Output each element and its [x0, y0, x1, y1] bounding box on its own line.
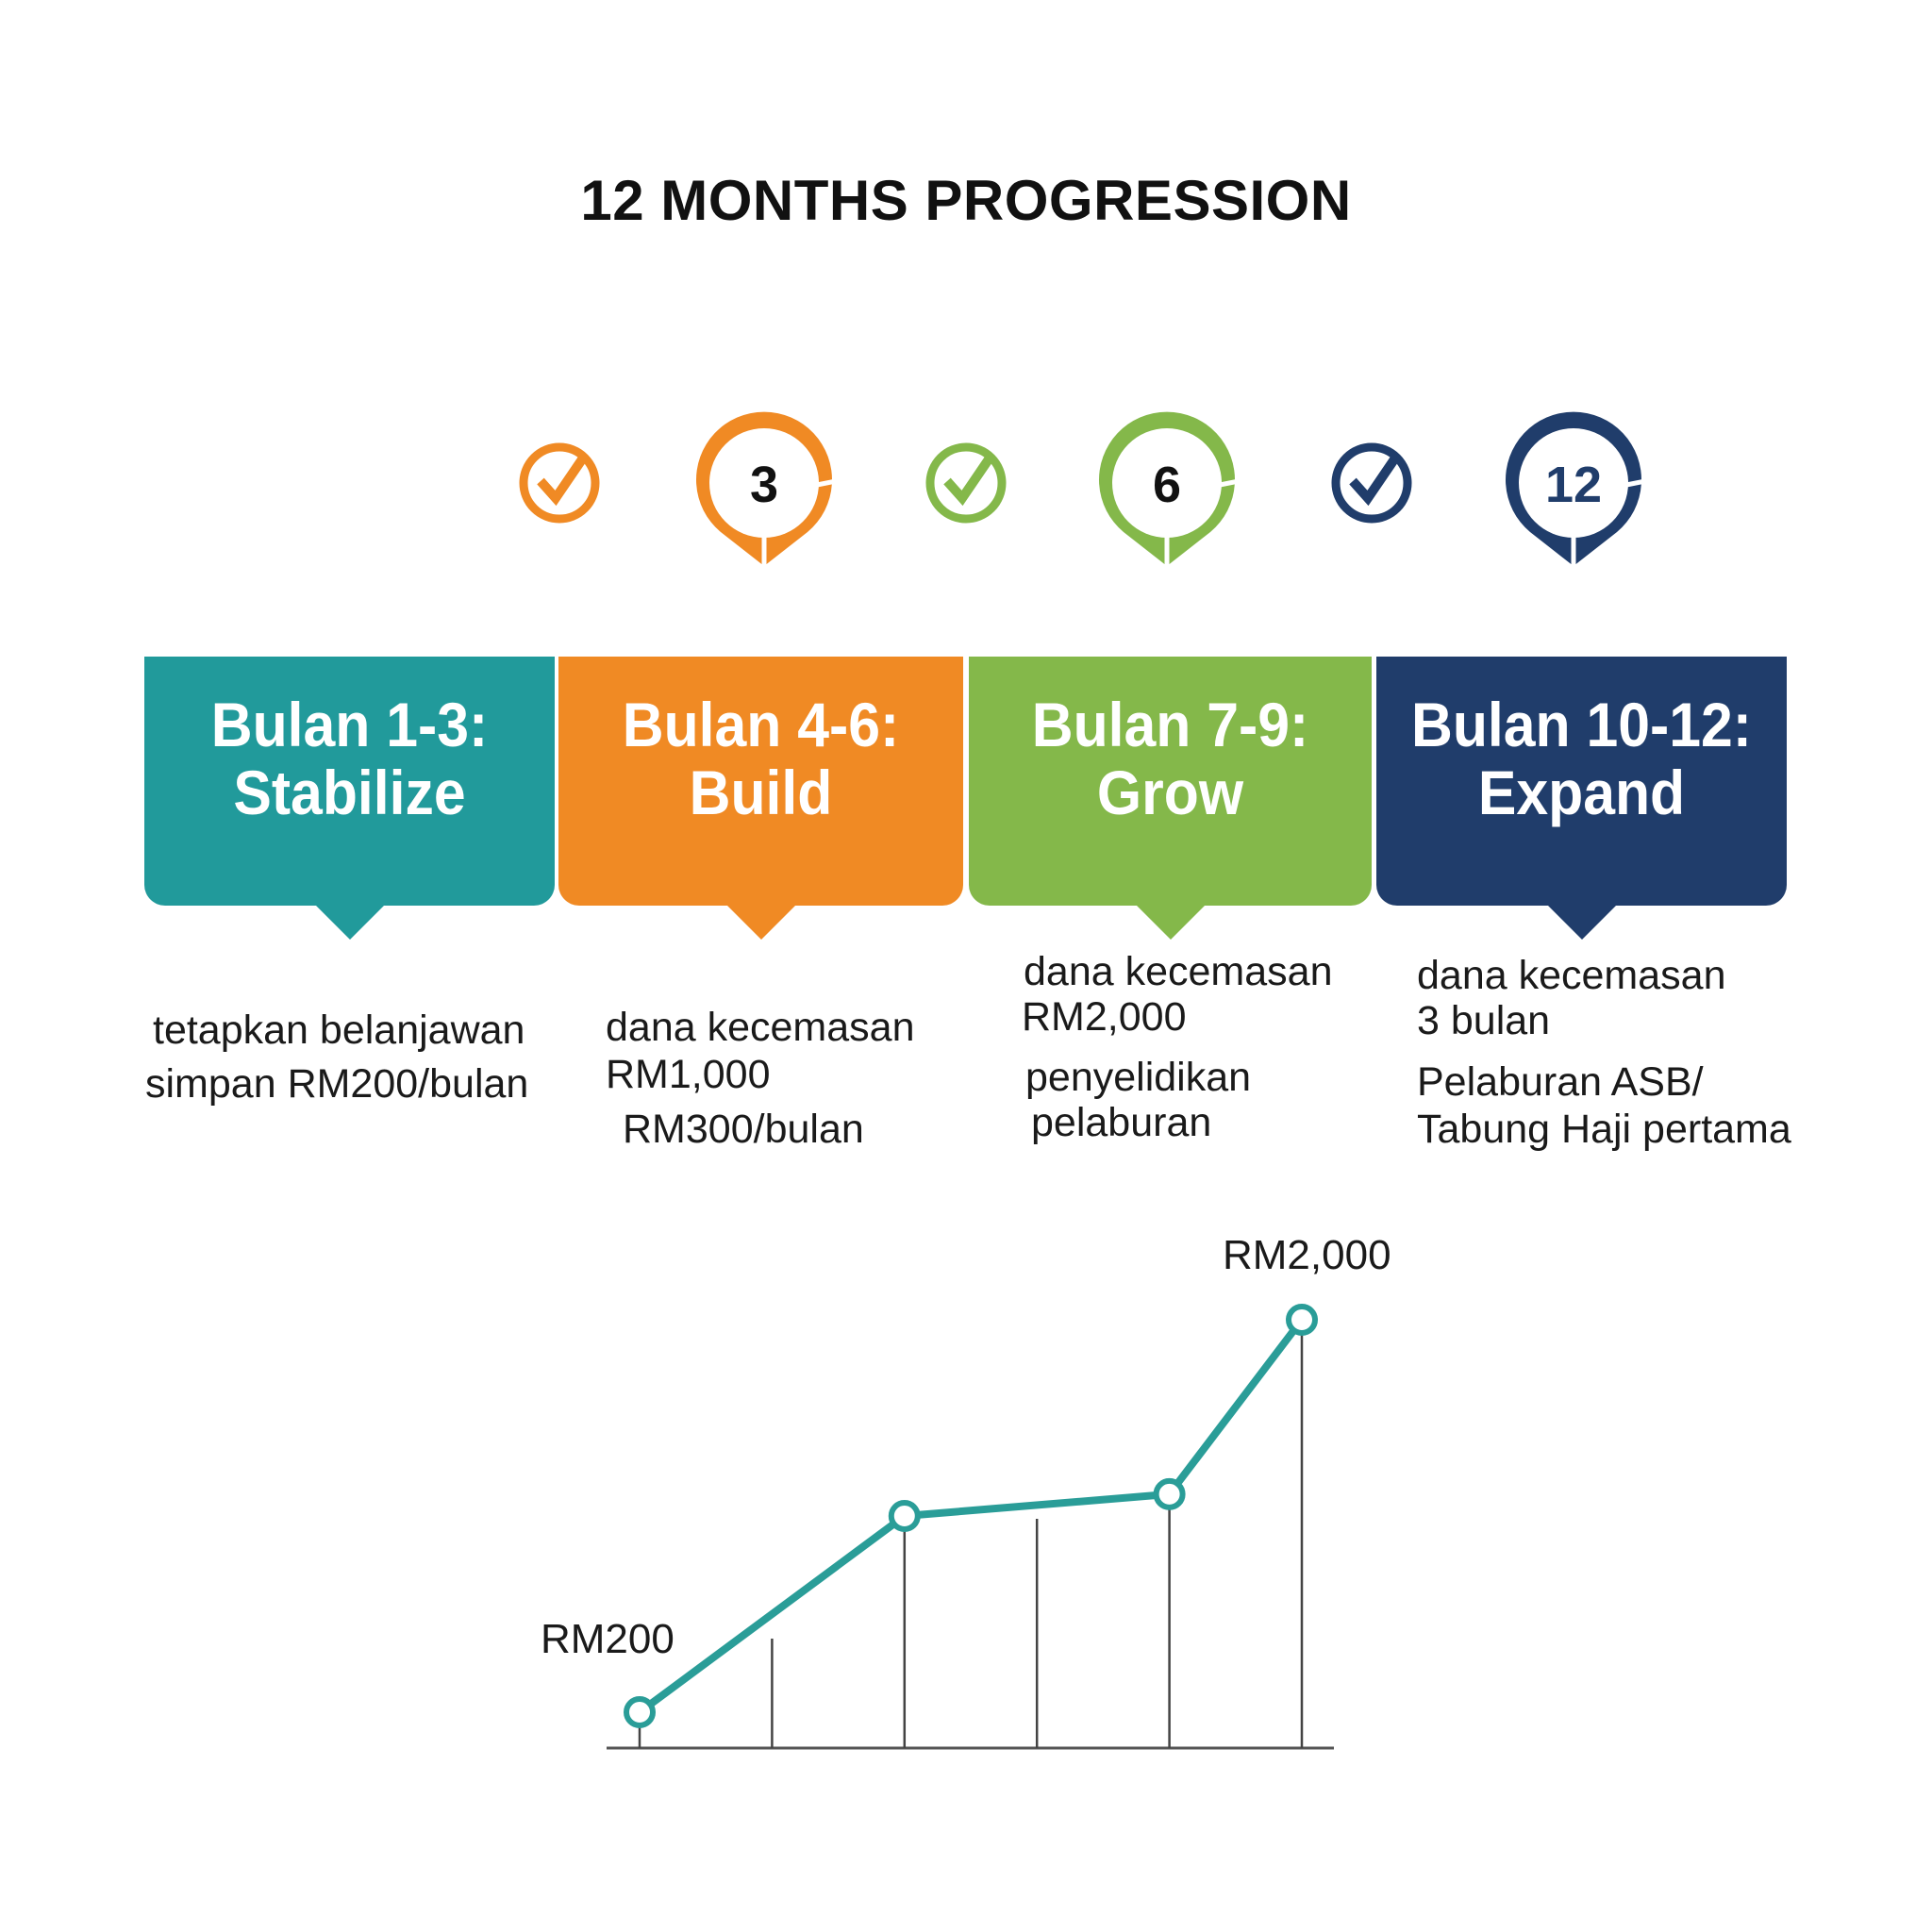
checkmark — [943, 454, 995, 507]
phase-name: Grow — [1096, 758, 1244, 827]
panel-pointer — [724, 904, 797, 940]
panel-pointer — [1134, 904, 1207, 940]
phase-panel-expand: Bulan 10-12:Expand — [1376, 657, 1787, 940]
phase-name: Build — [689, 758, 833, 827]
milestone-icons: 3 6 12 — [519, 411, 1646, 571]
map-pin-icon: 6 — [1099, 411, 1240, 571]
panel-pointer — [1545, 904, 1618, 940]
desc-line: Pelaburan ASB/ — [1417, 1059, 1704, 1105]
phase-panel-build: Bulan 4-6:Build — [558, 657, 963, 940]
phase-name: Expand — [1477, 758, 1686, 827]
phase-panel-stabilize: Bulan 1-3:Stabilize — [144, 657, 555, 940]
ring-gap — [816, 478, 837, 488]
desc-line: RM1,000 — [606, 1052, 771, 1097]
checkmark — [1349, 454, 1401, 507]
panel-pointer — [313, 904, 386, 940]
pin-inner — [709, 428, 819, 538]
desc-line: simpan RM200/bulan — [145, 1061, 529, 1107]
map-pin-icon: 12 — [1506, 411, 1646, 571]
ring-gap — [1390, 437, 1403, 450]
check-circle-ring — [925, 442, 1007, 524]
checkmark — [537, 454, 589, 507]
desc-line: 3 bulan — [1417, 998, 1551, 1043]
ring-gap — [577, 437, 591, 450]
pin-inner — [1112, 428, 1222, 538]
phase-title: Bulan 4-6: — [622, 690, 900, 759]
desc-line: penyelidikan — [1025, 1055, 1252, 1100]
desc-line: dana kecemasan — [1024, 949, 1333, 994]
data-point — [888, 1500, 921, 1532]
phase-name: Stabilize — [233, 758, 466, 827]
desc-line: tetapkan belanjawan — [153, 1008, 525, 1053]
pin-number: 6 — [1153, 457, 1181, 513]
data-label-start: RM200 — [541, 1616, 675, 1662]
check-circle-ring — [519, 442, 600, 524]
ring-gap — [1625, 478, 1646, 488]
pin-number: 3 — [750, 457, 778, 513]
pin-inner — [1519, 428, 1628, 538]
data-point — [1153, 1477, 1186, 1510]
check-circle-icon — [925, 437, 1007, 524]
desc-line: pelaburan — [1031, 1100, 1212, 1145]
data-point — [1286, 1304, 1318, 1336]
data-label-end: RM2,000 — [1223, 1232, 1391, 1278]
desc-line: dana kecemasan — [1417, 953, 1726, 998]
phase-title: Bulan 1-3: — [210, 690, 489, 759]
page-title: 12 MONTHS PROGRESSION — [580, 169, 1352, 232]
check-circle-icon — [519, 437, 600, 524]
series-line — [637, 1317, 1306, 1716]
phase-title: Bulan 10-12: — [1410, 690, 1753, 759]
ring-gap — [984, 437, 997, 450]
pin-number: 12 — [1545, 457, 1602, 513]
phase-title: Bulan 7-9: — [1031, 690, 1309, 759]
savings-line-chart — [607, 1304, 1334, 1750]
check-circle-ring — [1331, 442, 1412, 524]
desc-line: Tabung Haji pertama — [1417, 1107, 1791, 1152]
data-point — [624, 1696, 656, 1728]
check-circle-icon — [1331, 437, 1412, 524]
map-pin-icon: 3 — [695, 411, 837, 571]
phase-panel-grow: Bulan 7-9:Grow — [969, 657, 1372, 940]
desc-line: dana kecemasan — [606, 1005, 915, 1050]
desc-line: RM2,000 — [1022, 994, 1187, 1040]
desc-line: RM300/bulan — [623, 1107, 864, 1152]
ring-gap — [1219, 478, 1240, 488]
